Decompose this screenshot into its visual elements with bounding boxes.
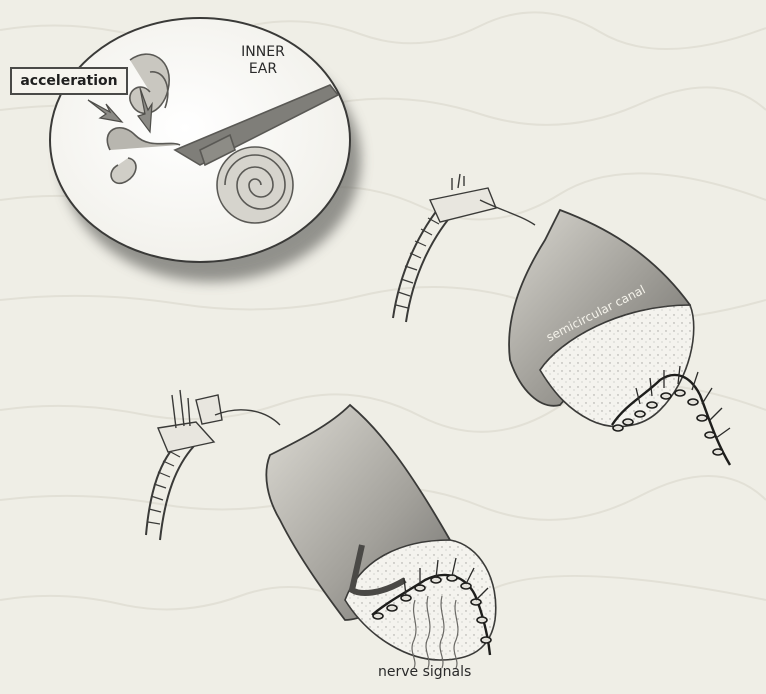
acceleration-label: acceleration (20, 73, 117, 89)
lower-hair-cell (146, 390, 280, 540)
inner-ear-title-line1: INNER (233, 44, 293, 61)
acceleration-label-box: acceleration (10, 67, 128, 95)
lower-canal-tube (266, 405, 495, 668)
inner-ear-title: INNER EAR (233, 44, 293, 78)
upper-canal-tube (509, 210, 730, 465)
inner-ear-inset (50, 18, 361, 282)
upper-hair-cell (393, 174, 535, 322)
nerve-signals-label: nerve signals (378, 664, 471, 680)
inner-ear-title-line2: EAR (233, 61, 293, 78)
